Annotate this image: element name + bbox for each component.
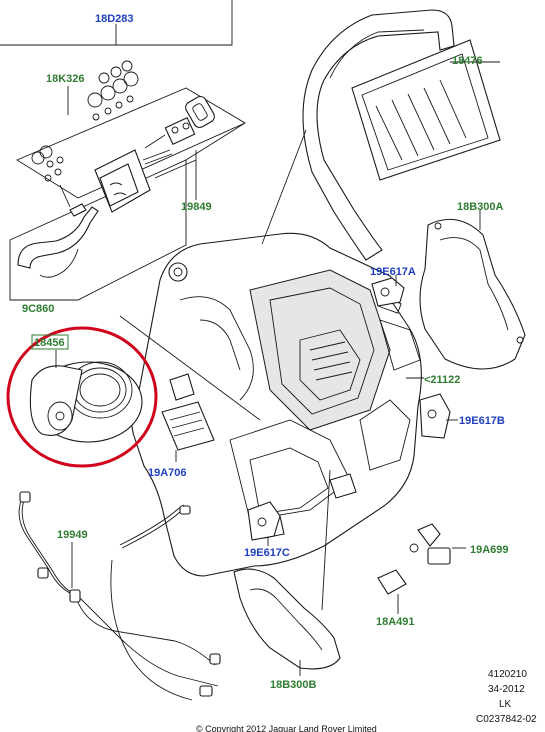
o-ring-kit-18K326 bbox=[31, 60, 139, 182]
footer-illustration-id: C0237842-02 bbox=[476, 714, 537, 725]
callout-9C860: 9C860 bbox=[22, 303, 54, 315]
callout-18456-box bbox=[31, 334, 69, 350]
receiver-drier-19849 bbox=[94, 149, 197, 213]
callout-18D283: 18D283 bbox=[95, 13, 134, 25]
relay-18A491 bbox=[377, 569, 407, 614]
callout-19A699: 19A699 bbox=[470, 544, 509, 556]
footer-copyright: © Copyright 2012 Jaguar Land Rover Limit… bbox=[196, 724, 377, 732]
footer-market: LK bbox=[499, 699, 512, 710]
wiring-harness-19949 bbox=[18, 491, 221, 701]
actuator-19E617C bbox=[247, 501, 281, 546]
callout-19E617A: 19E617A bbox=[370, 266, 416, 278]
actuator-19E617A bbox=[371, 275, 405, 307]
sensor-19A699 bbox=[409, 523, 466, 565]
blower-resistor-19A706 bbox=[161, 401, 215, 462]
callout-19949: 19949 bbox=[57, 529, 88, 541]
actuator-19E617B bbox=[419, 393, 458, 439]
callout-18456: 18456 bbox=[34, 337, 65, 349]
duct-18B300A bbox=[419, 210, 526, 370]
callout-18B300A: 18B300A bbox=[457, 201, 504, 213]
heater-core-18476 bbox=[302, 9, 501, 261]
leader-lines bbox=[119, 129, 424, 421]
highlight-circle bbox=[6, 326, 158, 468]
callout-19849: 19849 bbox=[181, 201, 212, 213]
refrigerant-pipe bbox=[17, 184, 99, 278]
callout-18K326: 18K326 bbox=[46, 73, 85, 85]
hvac-housing bbox=[131, 232, 422, 577]
duct-18B300B bbox=[233, 469, 341, 676]
expansion-valve bbox=[142, 96, 215, 165]
callout-19E617B: 19E617B bbox=[459, 415, 505, 427]
footer-ref-number: 4120210 bbox=[488, 669, 527, 680]
callout-18B300B: 18B300B bbox=[270, 679, 317, 691]
callout-18476: 18476 bbox=[452, 55, 483, 67]
kit-box-18D283 bbox=[0, 0, 246, 301]
callout-19E617C: 19E617C bbox=[244, 547, 290, 559]
callout-19A706: 19A706 bbox=[148, 467, 187, 479]
callout-18A491: 18A491 bbox=[376, 616, 415, 628]
footer-date: 34-2012 bbox=[488, 684, 525, 695]
callout-21122: <21122 bbox=[424, 374, 460, 386]
blower-motor-18456 bbox=[29, 350, 143, 443]
